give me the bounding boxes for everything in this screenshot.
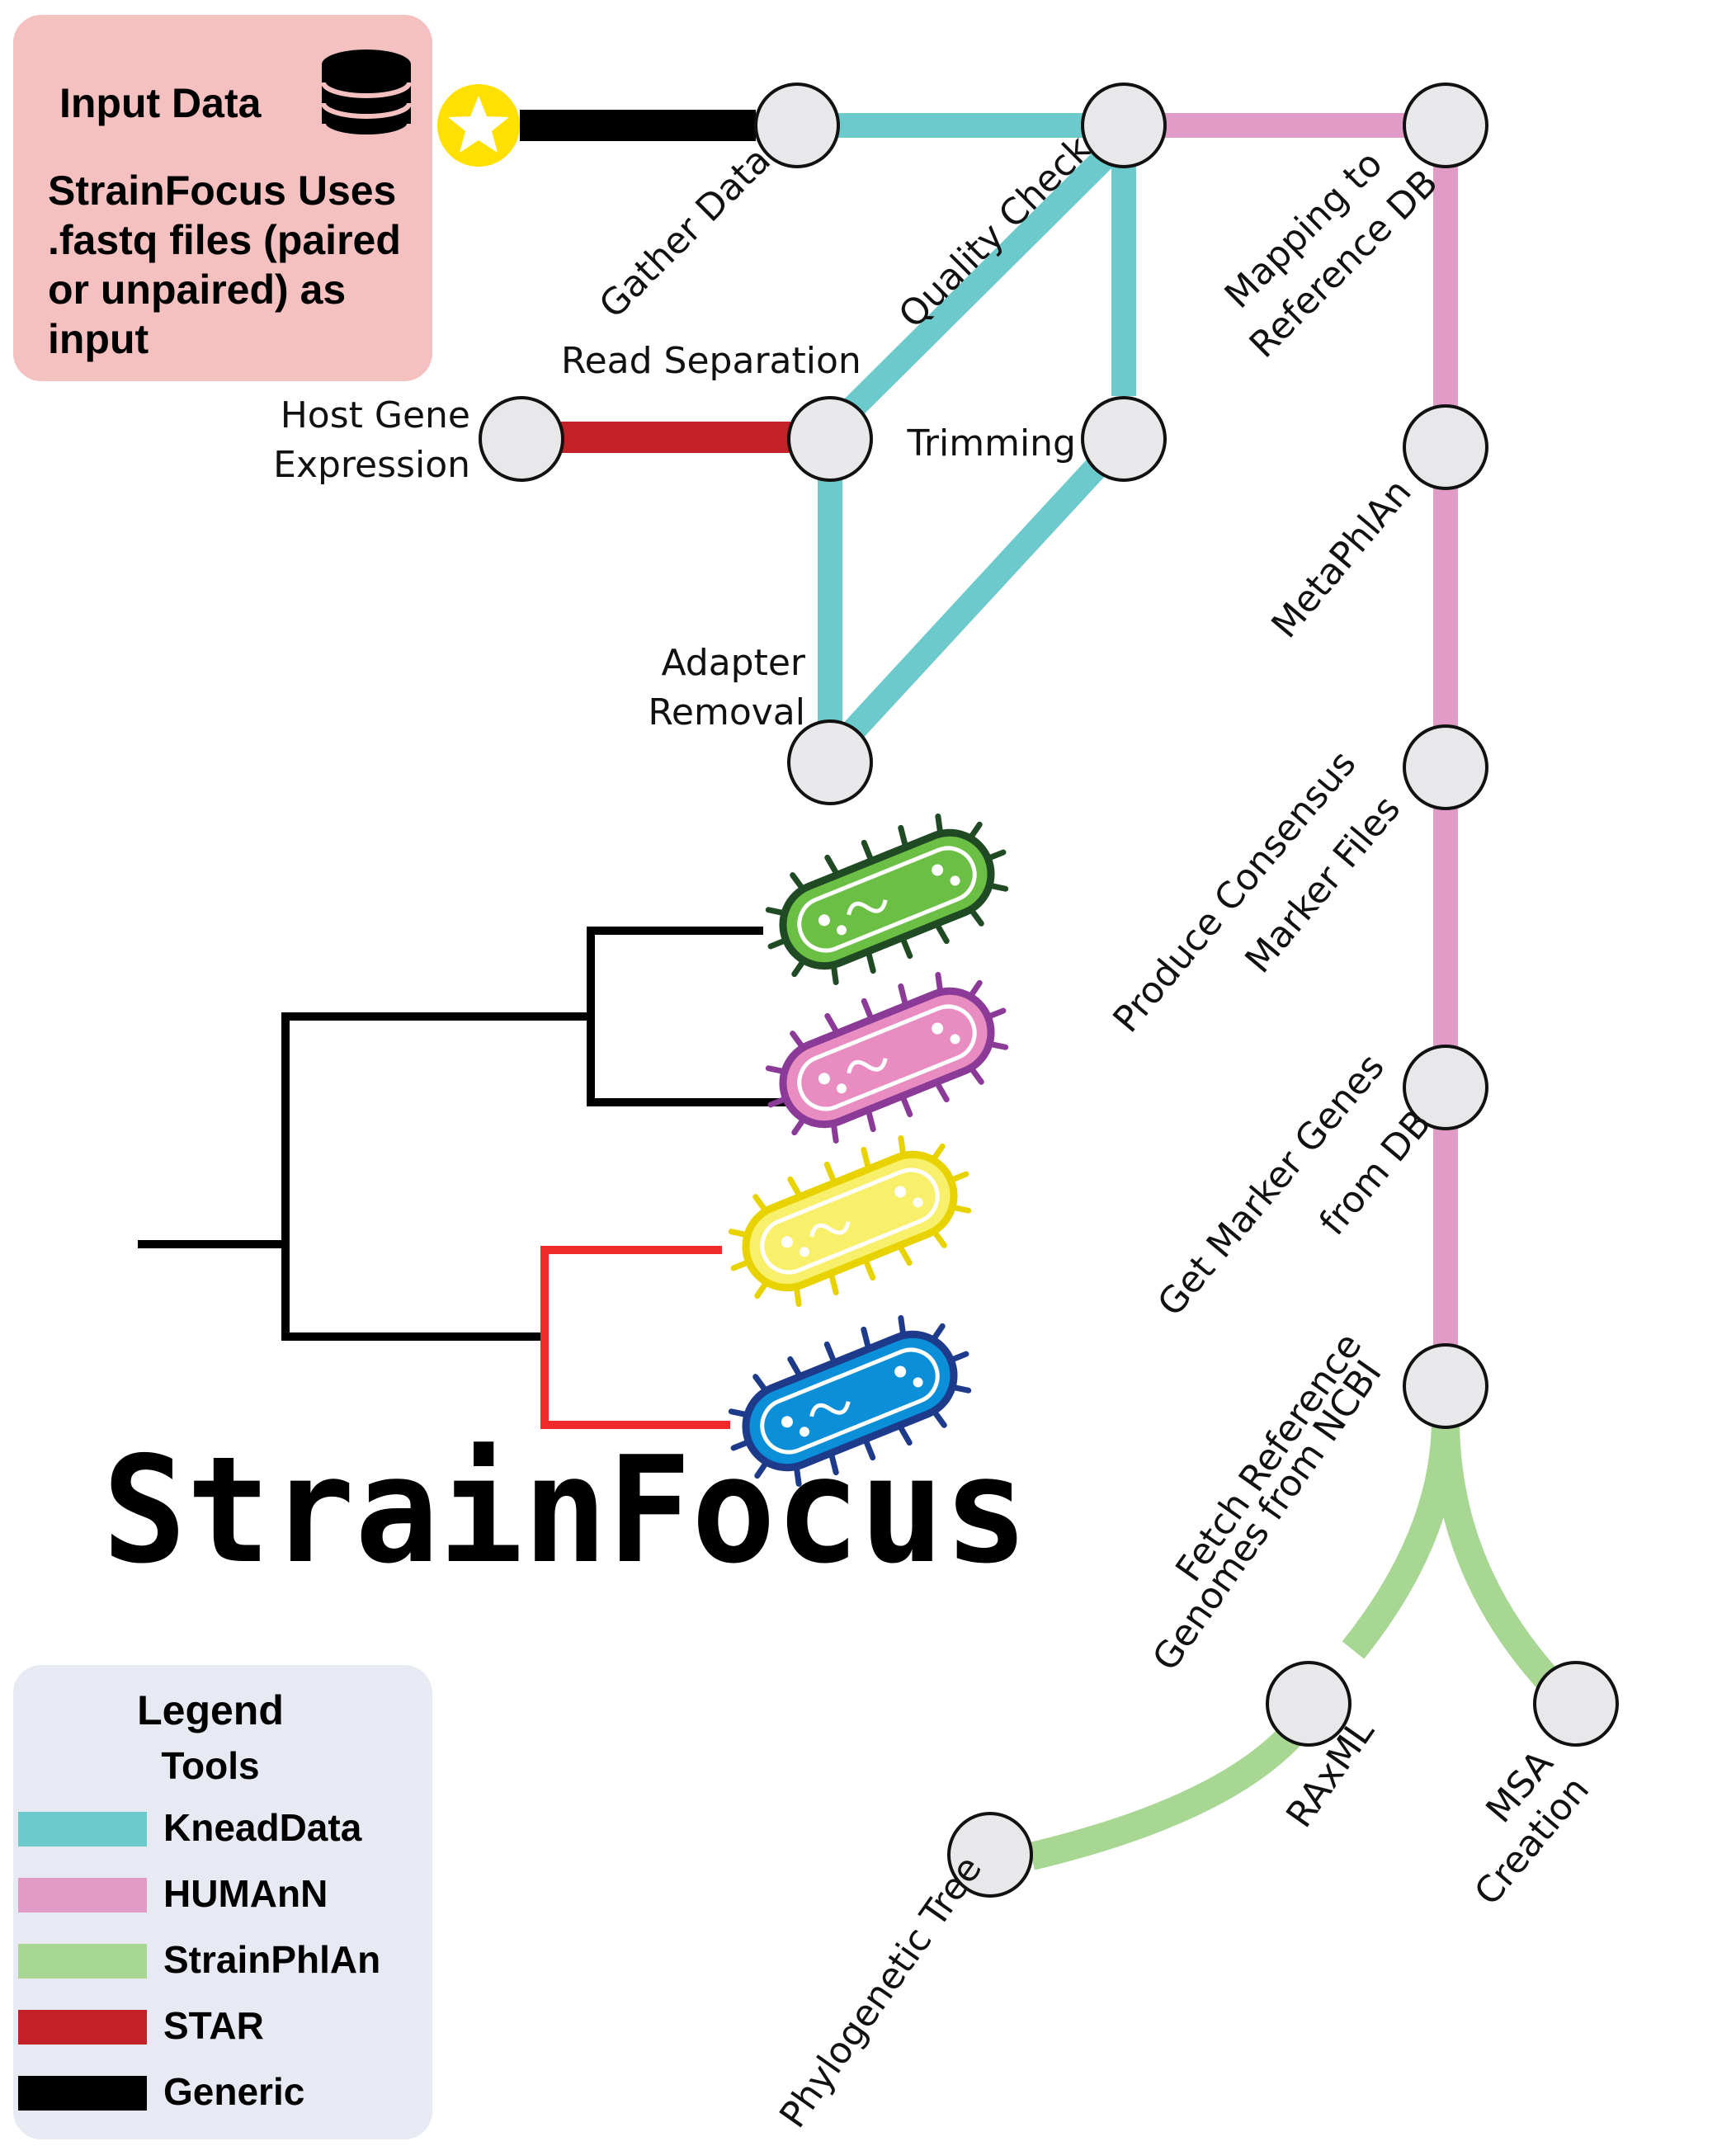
legend-item-humann: HUMAnN xyxy=(18,1872,328,1915)
label-metaphlan: MetaPhlAn xyxy=(1263,471,1419,646)
label-gather-data: Gather Data xyxy=(592,139,779,327)
station-adapter-removal xyxy=(787,719,873,805)
legend-item-kneaddata: KneadData xyxy=(18,1806,362,1849)
legend-swatch-kneaddata xyxy=(18,1812,147,1847)
logo-tree xyxy=(138,927,786,1429)
input-data-title: Input Data xyxy=(59,80,262,126)
station-mapping xyxy=(1403,83,1488,168)
bacterium-yellow-icon xyxy=(728,1135,972,1307)
legend-item-star: STAR xyxy=(18,2004,264,2047)
label-phylogenetic-tree: Phylogenetic Tree xyxy=(771,1848,990,2135)
line-strainphlan xyxy=(1028,1418,1562,1870)
legend-swatch-strainphlan xyxy=(18,1944,147,1979)
station-consensus xyxy=(1403,724,1488,810)
strainfocus-logo-text: StrainFocus xyxy=(102,1425,1028,1596)
station-quality-check xyxy=(1081,83,1167,168)
legend-item-strainphlan: StrainPhlAn xyxy=(18,1938,380,1981)
legend-label-star: STAR xyxy=(163,2004,264,2047)
legend-swatch-humann xyxy=(18,1878,147,1913)
station-labels: Gather Data Quality Check Mapping to Ref… xyxy=(273,128,1597,2136)
legend-label-kneaddata: KneadData xyxy=(163,1806,362,1849)
legend-label-strainphlan: StrainPhlAn xyxy=(163,1938,380,1981)
legend: Legend Tools KneadData HUMAnN StrainPhlA… xyxy=(13,1665,432,2139)
label-host-gene-2: Expression xyxy=(273,444,470,486)
station-phylogenetic-tree xyxy=(947,1812,1033,1898)
station-raxml xyxy=(1266,1661,1352,1747)
label-read-separation: Read Separation xyxy=(561,340,861,382)
stations xyxy=(479,83,1619,1898)
input-data-line-1: StrainFocus Uses xyxy=(48,167,396,214)
bacterium-blue-icon xyxy=(728,1315,972,1487)
station-fetch-reference xyxy=(1403,1343,1488,1429)
bacterium-pink-icon xyxy=(765,972,1009,1144)
station-trimming xyxy=(1081,396,1167,482)
input-data-line-3: or unpaired) as xyxy=(48,266,346,313)
legend-swatch-generic xyxy=(18,2076,147,2111)
label-adapter-1: Adapter xyxy=(661,642,805,684)
legend-label-generic: Generic xyxy=(163,2070,304,2113)
legend-subtitle: Tools xyxy=(161,1744,259,1787)
label-trimming: Trimming xyxy=(907,422,1077,465)
station-msa xyxy=(1533,1661,1619,1747)
legend-title: Legend xyxy=(137,1687,284,1733)
start-star-marker xyxy=(437,84,520,167)
database-icon xyxy=(321,50,412,139)
bacterium-green-icon xyxy=(765,814,1009,985)
input-data-line-2: .fastq files (paired xyxy=(48,217,401,263)
label-host-gene-1: Host Gene xyxy=(281,394,470,436)
input-data-box: Input Data StrainFocus Uses .fastq files… xyxy=(13,15,432,381)
legend-item-generic: Generic xyxy=(18,2070,304,2113)
station-marker-genes xyxy=(1403,1045,1488,1130)
legend-label-humann: HUMAnN xyxy=(163,1872,328,1915)
label-quality-check: Quality Check xyxy=(891,128,1100,337)
station-read-separation xyxy=(787,396,873,482)
pipeline-lines xyxy=(520,110,1562,1870)
station-host-gene-expression xyxy=(479,396,564,482)
label-adapter-2: Removal xyxy=(648,691,805,733)
line-kneaddata xyxy=(818,113,1136,743)
station-metaphlan xyxy=(1403,404,1488,490)
input-data-line-4: input xyxy=(48,316,149,362)
station-gather-data xyxy=(754,83,840,168)
legend-swatch-star xyxy=(18,2010,147,2045)
